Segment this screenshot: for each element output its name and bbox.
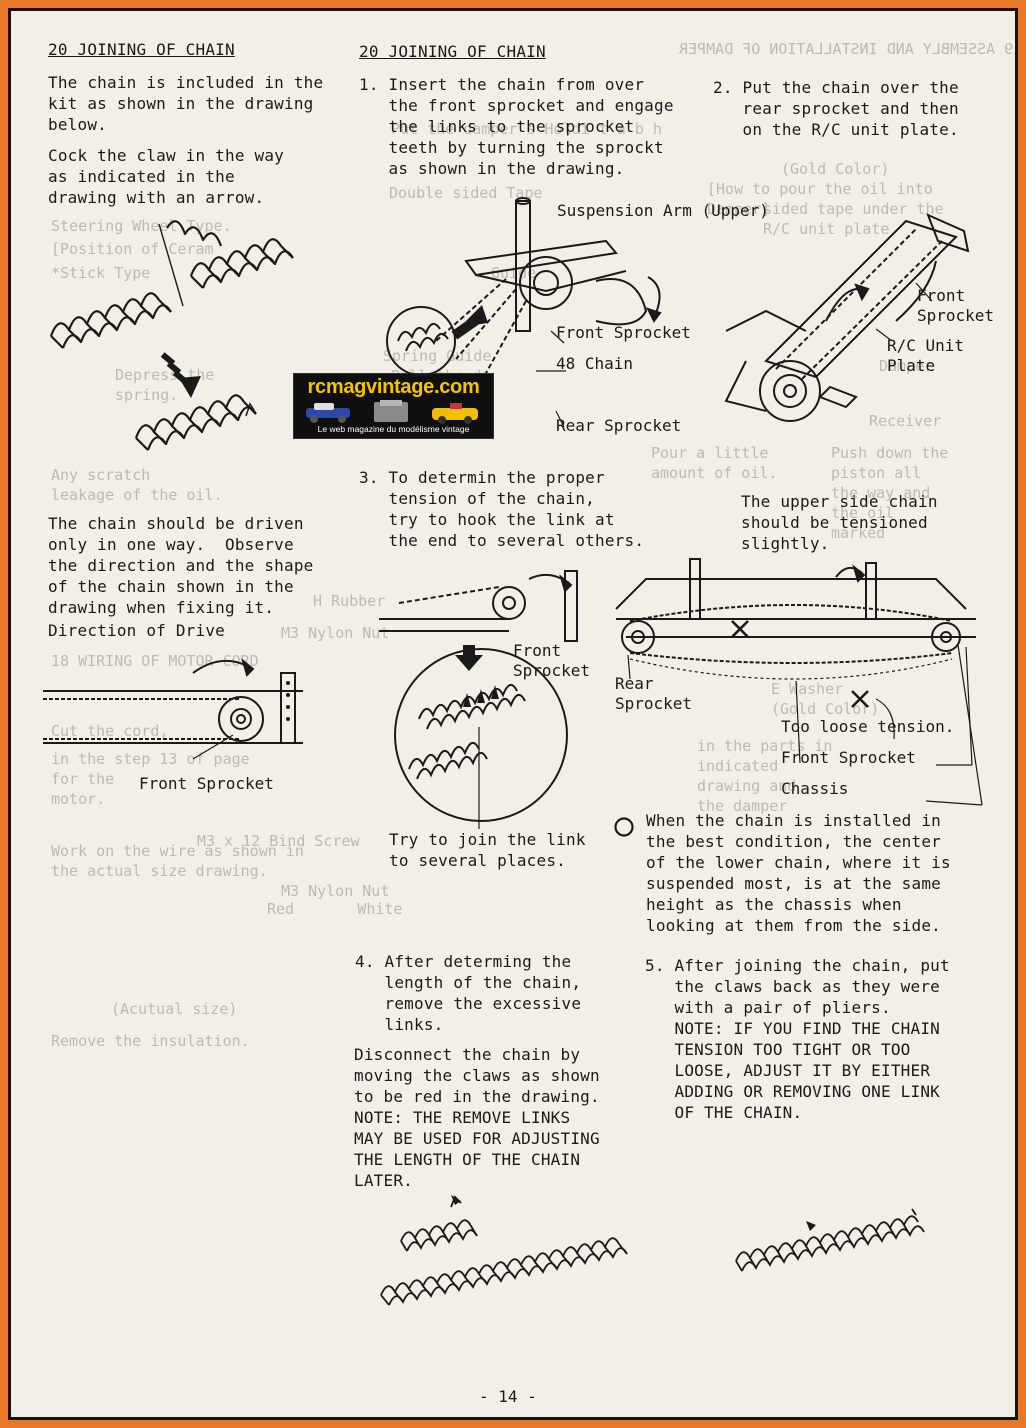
page-number: - 14 - bbox=[479, 1387, 537, 1406]
best-condition-text: When the chain is installed in the best … bbox=[646, 811, 951, 935]
step3-join-label: Try to join the link to several places. bbox=[389, 830, 586, 870]
tension-illustration bbox=[615, 558, 983, 806]
step4-text: 4. After determing the length of the cha… bbox=[355, 952, 582, 1034]
suspension-arm-label: Suspension Arm (Upper) bbox=[557, 201, 769, 220]
too-loose-label: Too loose tension. bbox=[781, 717, 955, 736]
bleed-through-text: Spring Guide bbox=[383, 347, 492, 365]
tension-front-sprocket-label: Front Sprocket bbox=[781, 748, 916, 767]
watermark-logo: rcmagvintage.com Le web magazine du modé… bbox=[293, 373, 494, 439]
rc-unit-plate-label: R/C Unit Plate bbox=[887, 336, 965, 375]
step2-text: 2. Put the chain over the rear sprocket … bbox=[713, 78, 959, 139]
chain-claw-illustration bbox=[49, 220, 294, 451]
step4-disconnect-text: Disconnect the chain by moving the claws… bbox=[354, 1045, 600, 1190]
bleed-through-text: in the parts in indicated drawing and th… bbox=[697, 737, 833, 815]
watermark-subtitle: Le web magazine du modélisme vintage bbox=[317, 424, 470, 434]
step3-illustration bbox=[379, 570, 578, 829]
chain-48-label: 48 Chain bbox=[556, 354, 634, 373]
bleed-through-text: Put the damper s Holdi t a b h bbox=[391, 120, 662, 138]
bleed-through-text: Cut the cord, bbox=[51, 722, 169, 740]
step3-front-sprocket-label: Front Sprocket bbox=[513, 641, 591, 680]
bleed-through-text: Receiver bbox=[869, 412, 942, 430]
bleed-through-text: Red White bbox=[267, 900, 403, 918]
step1-heading: 20 JOINING OF CHAIN bbox=[359, 42, 546, 61]
step1-illustration bbox=[386, 197, 662, 428]
bleed-through-text: Pour a little amount of oil. bbox=[651, 444, 778, 482]
bleed-through-text: E Washer (Gold Color) bbox=[771, 680, 880, 718]
bleed-through-text: Double sided Tape bbox=[389, 184, 543, 202]
watermark-title: rcmagvintage.com bbox=[307, 376, 480, 398]
bleed-through-text: (Gold Color) bbox=[781, 160, 890, 178]
logo-car-icon bbox=[306, 400, 478, 424]
step1-front-sprocket-label: Front Sprocket bbox=[556, 323, 691, 342]
step1-rear-sprocket-label: Rear Sprocket bbox=[556, 416, 682, 435]
bleed-through-text: (Acutual size) bbox=[111, 1000, 238, 1018]
direction-of-drive-label: Direction of Drive bbox=[48, 621, 225, 640]
bleed-through-text: M3 Nylon Nut bbox=[281, 624, 390, 642]
left-intro-text: The chain is included in the kit as show… bbox=[48, 73, 324, 134]
direction-of-drive-illustration bbox=[43, 658, 303, 760]
bleed-through-text: Any scratch leakage of the oil. bbox=[51, 466, 223, 504]
bleed-through-text: Remove the insulation. bbox=[51, 1032, 250, 1050]
bleed-through-text: 18 WIRING OF MOTOR CORD bbox=[51, 652, 259, 670]
bleed-through-text: Push down the piston all the way and the… bbox=[831, 444, 949, 542]
removed-links-illustration bbox=[380, 1195, 628, 1306]
tension-rear-sprocket-label: Rear Sprocket bbox=[615, 674, 693, 713]
front-sprocket-label: Front Sprocket bbox=[139, 774, 274, 793]
bleed-through-text: Work on the wire as shown in the actual … bbox=[51, 842, 304, 880]
bleed-through-text: in the step 13 of page for the motor. bbox=[51, 750, 250, 808]
bleed-through-text: M3 x 12 Bind Screw bbox=[197, 832, 360, 850]
bleed-through-text: [Position of Ceram bbox=[51, 240, 214, 258]
tension-upper-text: The upper side chain should be tensioned… bbox=[741, 492, 938, 553]
bleed-through-text: Damper bbox=[879, 357, 934, 375]
chassis-label: Chassis bbox=[781, 779, 849, 798]
left-heading: 20 JOINING OF CHAIN bbox=[48, 40, 235, 59]
bleed-through-text: sided tape under the R/C unit plate bbox=[763, 200, 944, 238]
bleed-through-text: Depress the spring. bbox=[115, 366, 215, 404]
left-claw-text: Cock the claw in the way as indicated in… bbox=[48, 146, 284, 207]
manual-page: 19 ASSEMBLY AND INSTALLATION OF DAMPER P… bbox=[8, 8, 1018, 1420]
step2-illustration bbox=[724, 213, 970, 422]
bleed-through-text: *Stick Type bbox=[51, 264, 151, 282]
bleed-through-text: M3 Nylon Nut bbox=[281, 882, 390, 900]
step2-front-sprocket-label: Front Sprocket bbox=[917, 286, 995, 325]
bleed-through-text: [How to pour the oil into Damper] bbox=[707, 180, 933, 218]
joined-chain-illustration bbox=[735, 1208, 925, 1272]
step1-text: 1. Insert the chain from over the front … bbox=[359, 75, 674, 178]
bleed-through-text: H Rubber bbox=[313, 592, 386, 610]
left-drive-text: The chain should be driven only in one w… bbox=[48, 514, 314, 617]
step5-text: 5. After joining the chain, put the claw… bbox=[645, 956, 950, 1122]
circle-ok-icon bbox=[614, 817, 634, 837]
bleed-through-heading: 19 ASSEMBLY AND INSTALLATION OF DAMPER bbox=[679, 40, 1018, 58]
step3-text: 3. To determin the proper tension of the… bbox=[359, 468, 645, 550]
